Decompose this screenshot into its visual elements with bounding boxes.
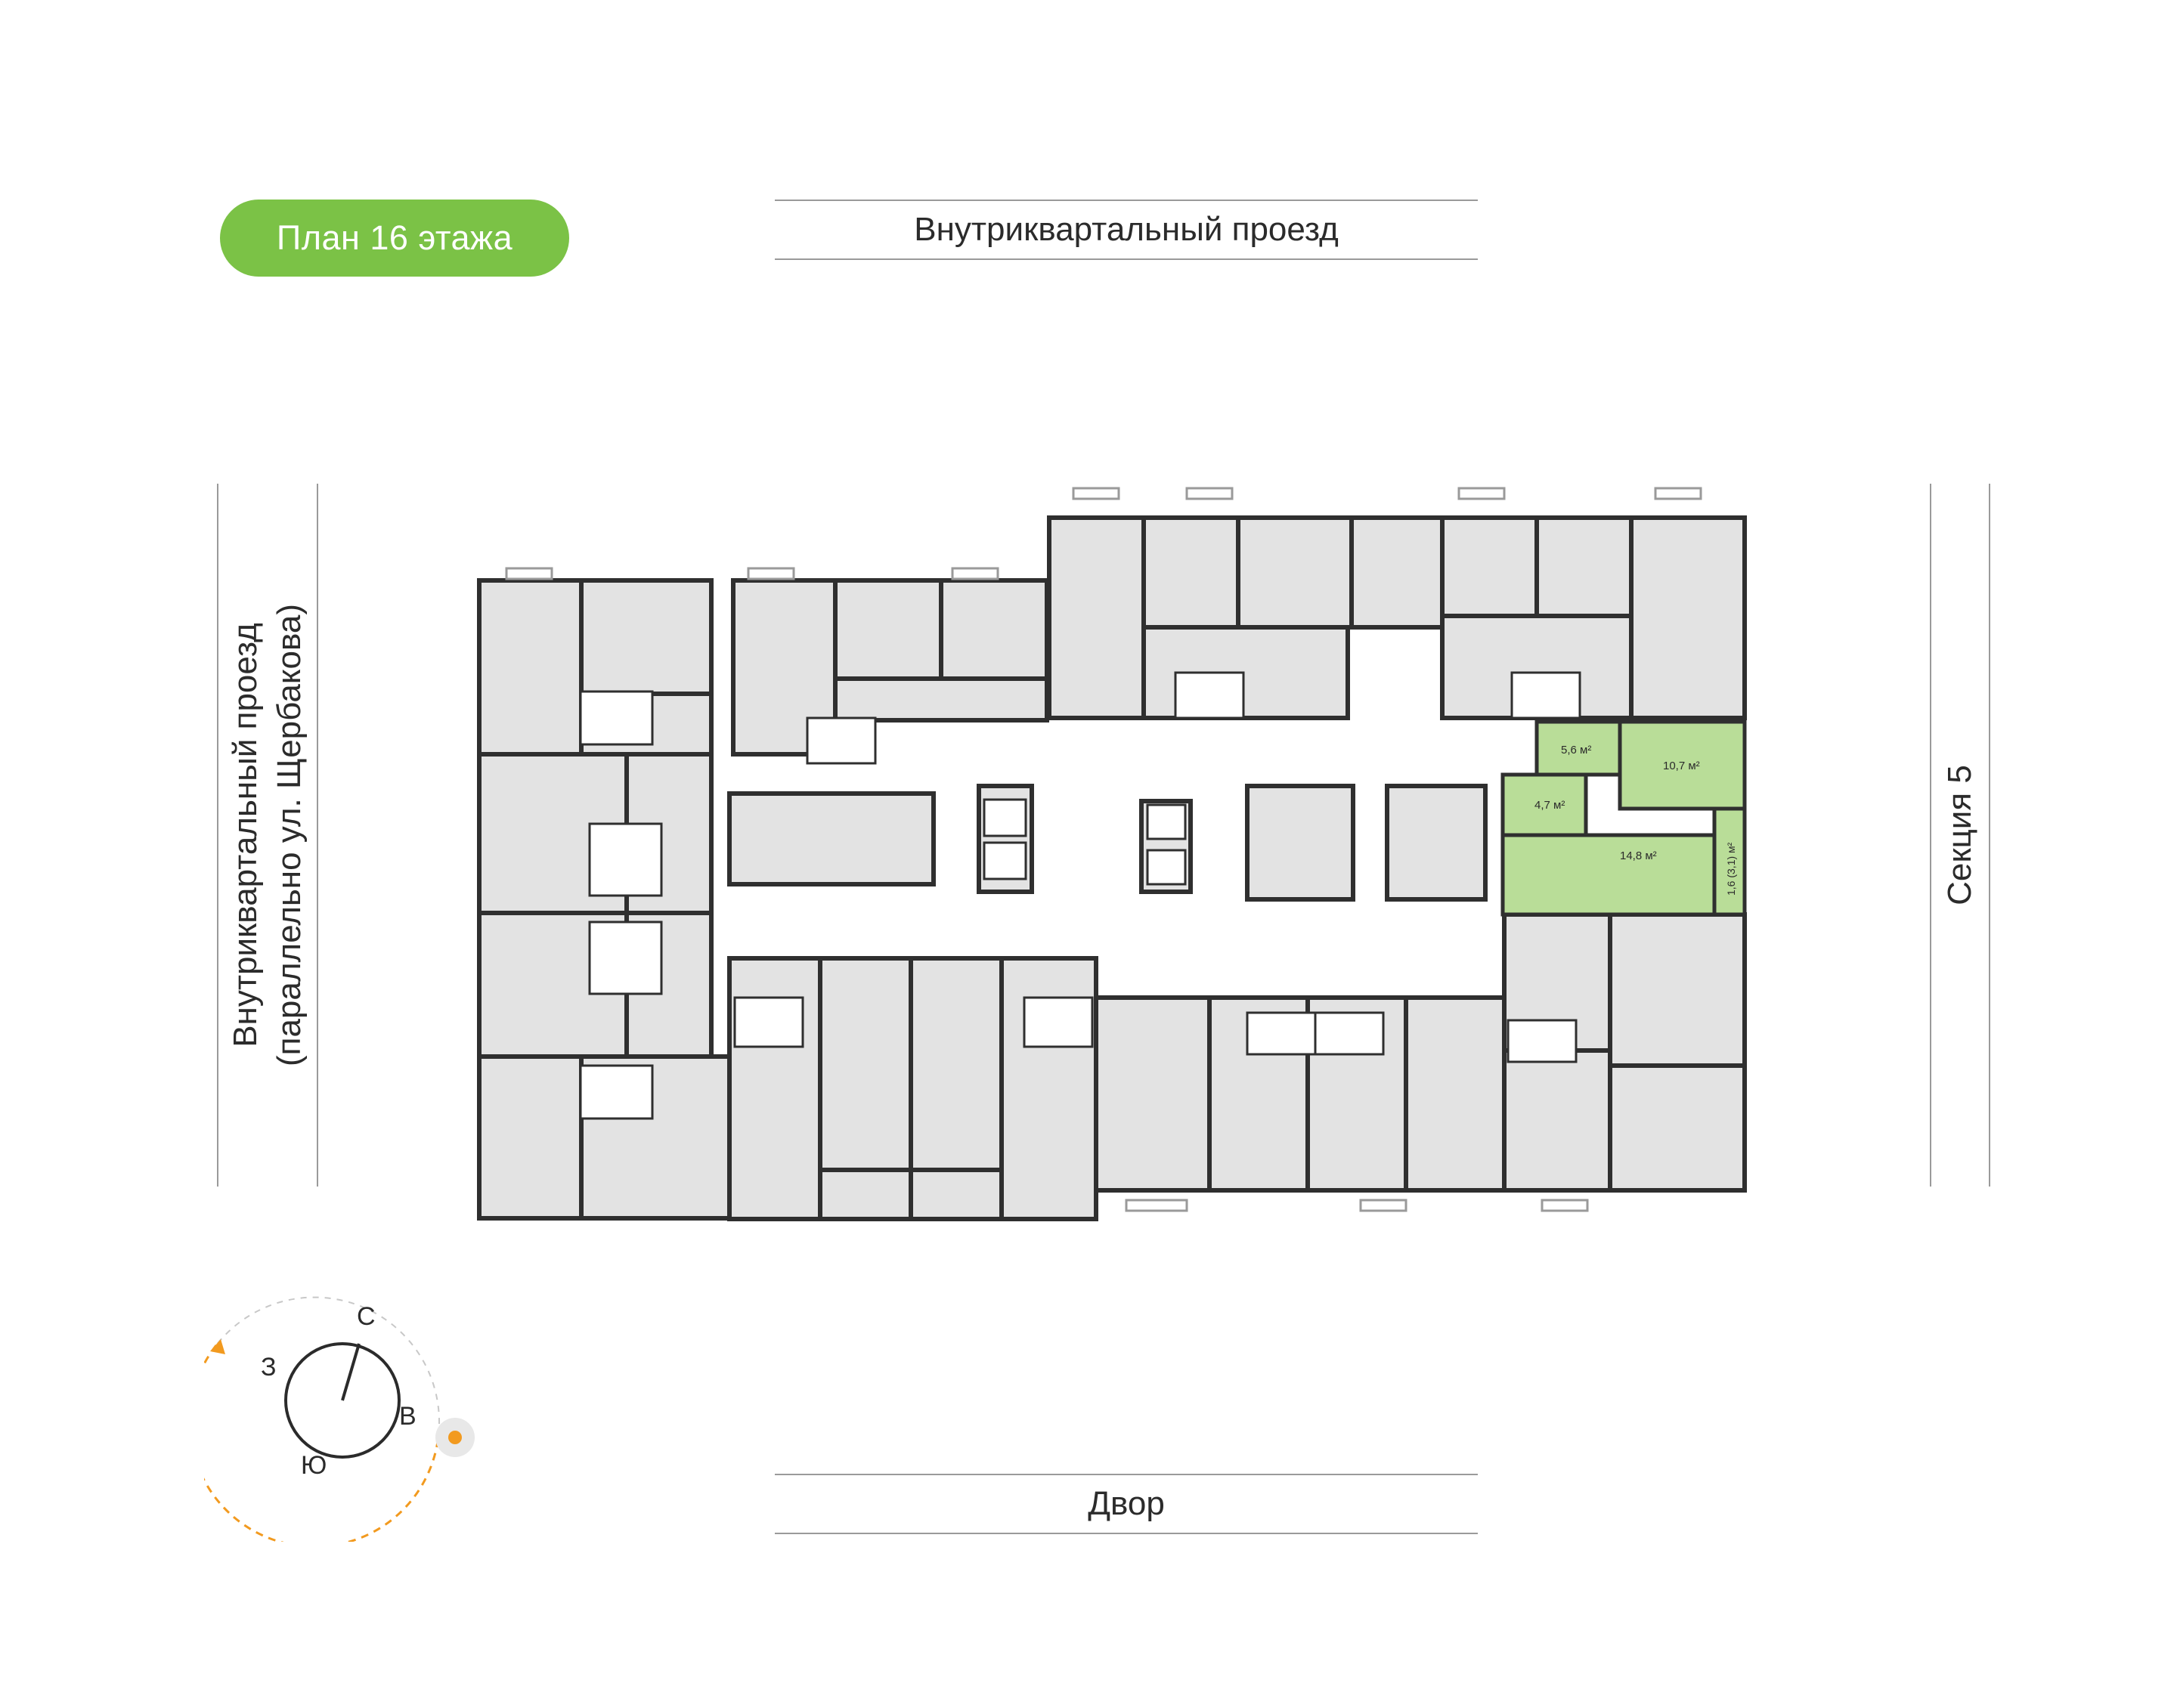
bathroom (579, 1064, 654, 1120)
apt-room-kitchen-living (1500, 833, 1717, 917)
compass-south: Ю (301, 1451, 327, 1480)
bathroom (588, 921, 663, 995)
window (951, 567, 999, 580)
window (1185, 487, 1234, 500)
street-left-line1: Внутриквартальный проезд (227, 623, 265, 1047)
bathroom (733, 996, 804, 1048)
street-label-top: Внутриквартальный проезд (775, 200, 1478, 260)
street-left-rotated: Внутриквартальный проезд (параллельно ул… (224, 604, 311, 1066)
apt-area-label: 14,8 м² (1620, 849, 1657, 862)
window (1359, 1199, 1407, 1212)
fixtures-layer (579, 671, 1581, 1120)
room (833, 676, 1049, 722)
highlighted-apartment: 5,6 м² 10,7 м² 4,7 м² 14,8 м² 1,6 (3,1) … (1500, 719, 1747, 917)
room (1094, 995, 1212, 1193)
window (1072, 487, 1120, 500)
window (1457, 487, 1506, 500)
elevator-shaft (983, 798, 1027, 837)
compass-east: В (399, 1402, 417, 1431)
compass: С В Ю З (204, 1296, 475, 1542)
bathroom (1314, 1011, 1385, 1056)
bathroom (1510, 671, 1581, 719)
room (1534, 515, 1634, 618)
room (1629, 515, 1747, 720)
apt-area-label: 4,7 м² (1534, 799, 1565, 812)
room (1047, 515, 1146, 720)
room (818, 956, 913, 1172)
bathroom (806, 716, 877, 765)
windows-layer (505, 487, 1702, 1212)
room (1608, 1063, 1747, 1193)
room (579, 578, 714, 696)
room (909, 1168, 1004, 1221)
apt-room-bath (1500, 772, 1588, 837)
bathroom (579, 690, 654, 746)
elevator-shaft (1146, 803, 1187, 840)
room (1349, 515, 1445, 630)
bathroom (1174, 671, 1245, 719)
room (477, 578, 584, 757)
compass-needle (341, 1343, 361, 1401)
sun-path (204, 1296, 441, 1542)
stair-core (727, 791, 936, 886)
sun-icon (435, 1418, 475, 1457)
elevator-shaft (983, 841, 1027, 880)
room (1404, 995, 1507, 1193)
section-label-right: Секция 5 (1930, 484, 1990, 1187)
room (1440, 515, 1539, 618)
window (747, 567, 795, 580)
service-block (1245, 784, 1355, 902)
service-block (1385, 784, 1488, 902)
room (1141, 515, 1240, 630)
elevator-shaft (1146, 849, 1187, 886)
street-label-left: Внутриквартальный проезд (параллельно ул… (217, 484, 318, 1187)
room (1236, 515, 1354, 630)
compass-dial (284, 1342, 401, 1459)
compass-north: С (357, 1302, 376, 1331)
arrow-icon (210, 1339, 225, 1354)
apt-area-label: 1,6 (3,1) м² (1725, 842, 1737, 896)
window (505, 567, 553, 580)
street-label-bottom: Двор (775, 1474, 1478, 1534)
window (1541, 1199, 1589, 1212)
apt-room-balcony (1712, 806, 1747, 917)
apt-room-bedroom (1618, 719, 1747, 811)
compass-west: З (261, 1353, 277, 1382)
street-bottom-text: Двор (1088, 1485, 1165, 1522)
floor-plan-badge: План 16 этажа (220, 200, 569, 277)
apt-area-label: 10,7 м² (1663, 760, 1700, 772)
bathroom (1246, 1011, 1317, 1056)
street-top-text: Внутриквартальный проезд (914, 211, 1339, 248)
room (833, 578, 943, 681)
bathroom (588, 822, 663, 897)
bathroom (1023, 996, 1094, 1048)
room (1608, 912, 1747, 1068)
room (818, 1168, 913, 1221)
room (477, 1054, 584, 1221)
section-right-rotated: Секция 5 (1941, 765, 1979, 905)
room (939, 578, 1049, 681)
bathroom (1507, 1019, 1578, 1063)
window (1654, 487, 1702, 500)
room (909, 956, 1004, 1172)
apt-area-label: 5,6 м² (1561, 744, 1591, 757)
window (1125, 1199, 1188, 1212)
room (1502, 1048, 1612, 1193)
floor-plan: 5,6 м² 10,7 м² 4,7 м² 14,8 м² 1,6 (3,1) … (446, 487, 1761, 1224)
street-left-line2: (параллельно ул. Щербакова) (271, 603, 308, 1067)
section-right-text: Секция 5 (1941, 765, 1979, 905)
